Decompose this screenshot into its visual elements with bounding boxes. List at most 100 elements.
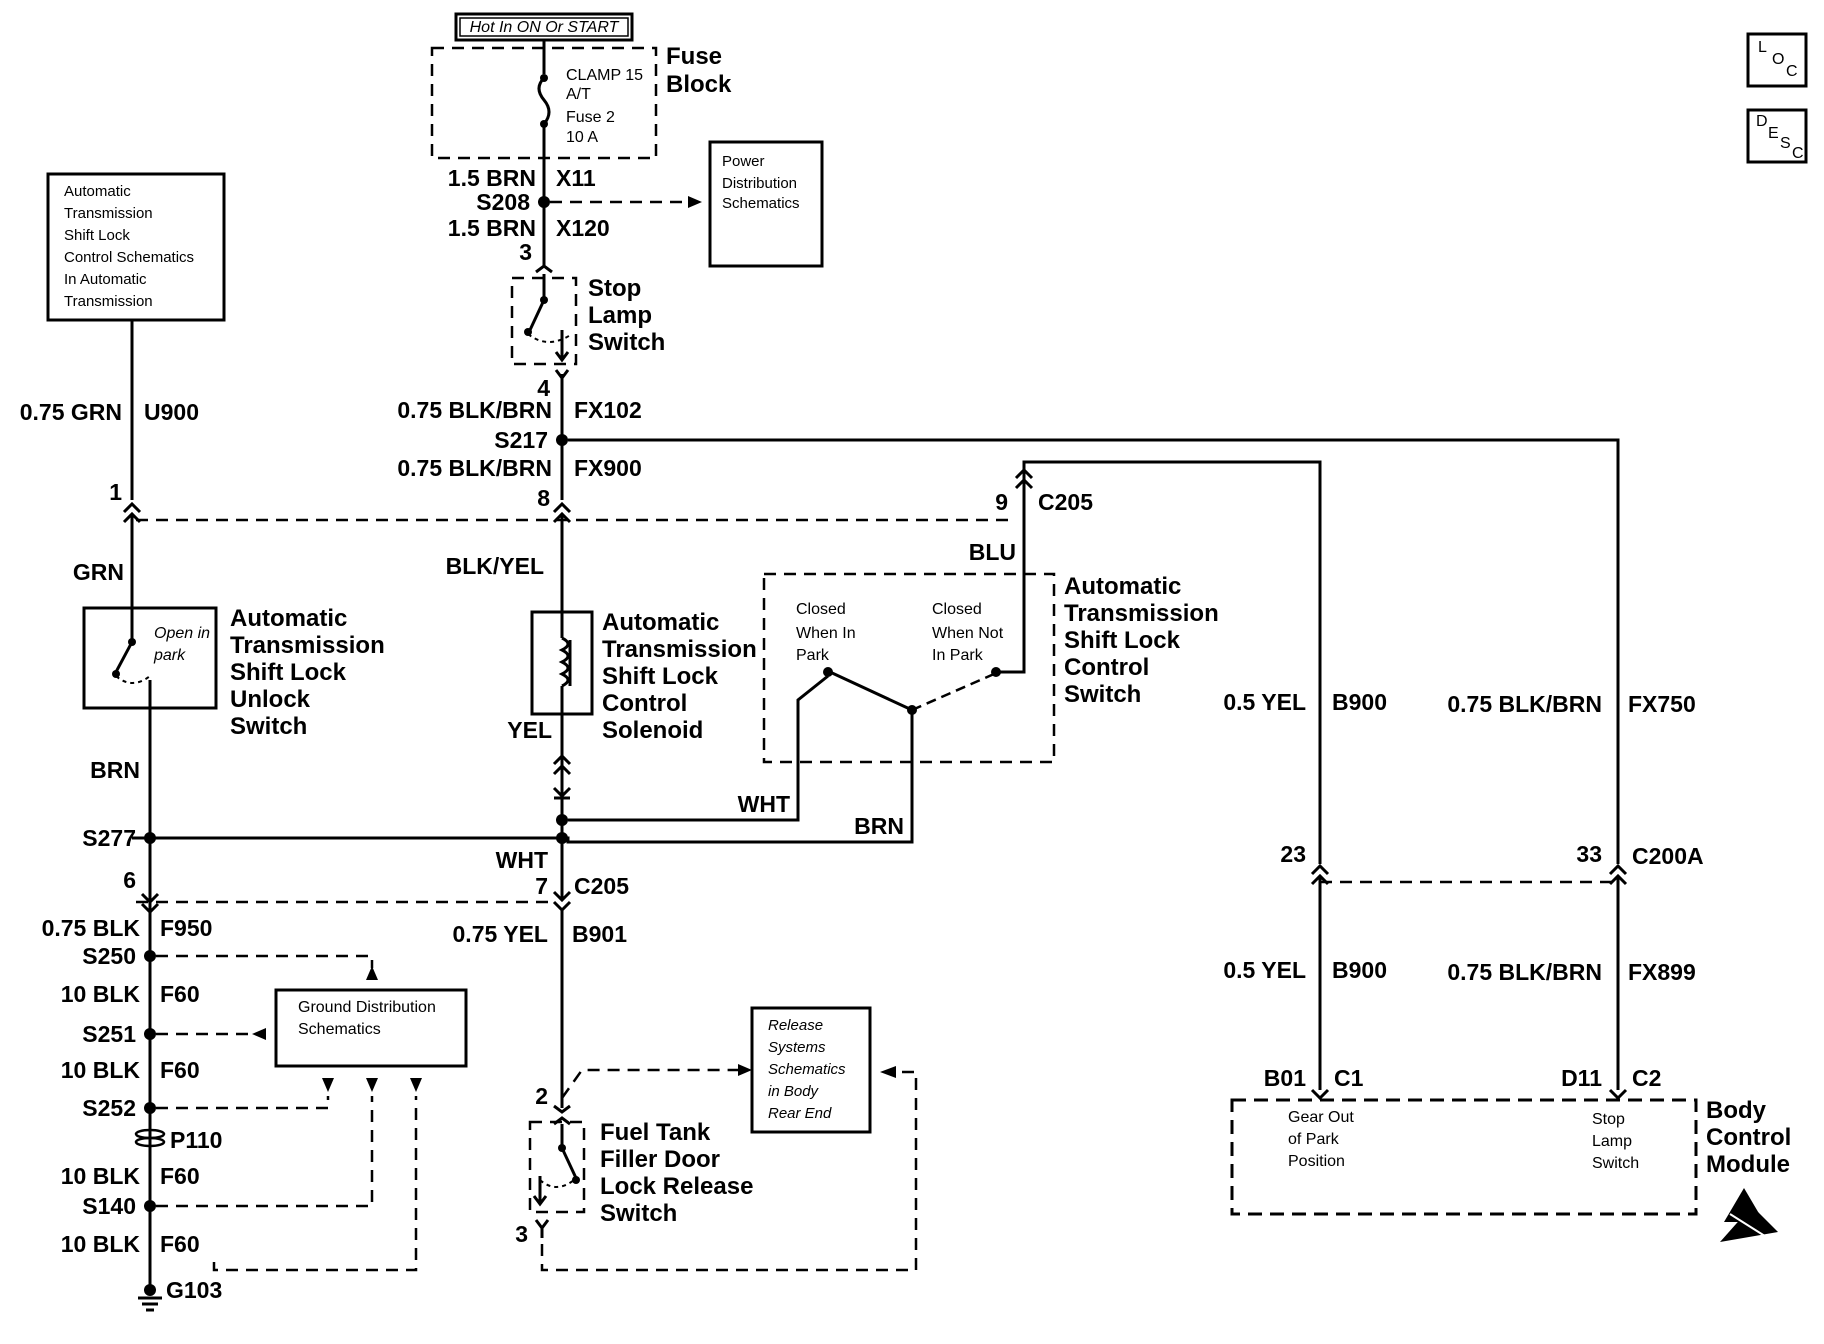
- svg-text:FX900: FX900: [574, 455, 642, 481]
- svg-text:Lamp: Lamp: [1592, 1133, 1632, 1150]
- svg-text:C1: C1: [1334, 1065, 1364, 1091]
- svg-text:WHT: WHT: [496, 847, 548, 873]
- svg-text:10 BLK: 10 BLK: [61, 1231, 141, 1257]
- svg-text:U900: U900: [144, 399, 199, 425]
- svg-text:FX102: FX102: [574, 397, 642, 423]
- svg-text:Transmission: Transmission: [64, 293, 153, 310]
- fuse-rating-label: 10 A: [566, 129, 598, 146]
- svg-text:D: D: [1756, 113, 1768, 130]
- svg-text:Closed: Closed: [932, 601, 982, 618]
- svg-text:Schematics: Schematics: [722, 195, 800, 212]
- fuse-block-title: Fuse: [666, 43, 722, 70]
- svg-text:Power: Power: [722, 153, 765, 170]
- svg-text:Fuel Tank: Fuel Tank: [600, 1119, 711, 1146]
- svg-text:Solenoid: Solenoid: [602, 717, 703, 744]
- svg-text:GRN: GRN: [73, 559, 124, 585]
- svg-text:C: C: [1792, 145, 1804, 162]
- svg-text:Switch: Switch: [1064, 681, 1141, 708]
- atsl-reference-box: Automatic Transmission Shift Lock Contro…: [46, 172, 226, 322]
- svg-text:O: O: [1772, 51, 1784, 68]
- svg-text:When In: When In: [796, 625, 856, 642]
- power-source-box: Hot In ON Or START: [454, 12, 634, 42]
- wire-label: 1.5 BRN: [448, 215, 536, 241]
- splice-s217: [556, 434, 568, 446]
- svg-text:S: S: [1780, 135, 1791, 152]
- ground-icon: [138, 1284, 162, 1312]
- svg-text:Position: Position: [1288, 1153, 1345, 1170]
- svg-text:Rear End: Rear End: [768, 1105, 832, 1122]
- wire-label: 1.5 BRN: [448, 165, 536, 191]
- svg-text:Open in: Open in: [154, 625, 210, 642]
- shift-lock-control-switch: Closed When In Park Closed When Not In P…: [762, 464, 1219, 764]
- splice-s140: [144, 1200, 156, 1212]
- svg-text:S217: S217: [494, 427, 548, 453]
- svg-text:9: 9: [995, 489, 1008, 515]
- fuse-icon: [537, 76, 551, 125]
- svg-text:S250: S250: [82, 943, 136, 969]
- svg-text:Automatic: Automatic: [64, 183, 131, 200]
- svg-text:BLK/YEL: BLK/YEL: [446, 553, 544, 579]
- esd-warning-icon: [1720, 1188, 1778, 1242]
- svg-text:10 BLK: 10 BLK: [61, 1057, 141, 1083]
- svg-text:Lock Release: Lock Release: [600, 1173, 753, 1200]
- body-control-module: Gear Out of Park Position Stop Lamp Swit…: [1230, 1097, 1791, 1216]
- power-source-label: Hot In ON Or START: [470, 19, 620, 36]
- svg-text:YEL: YEL: [507, 717, 552, 743]
- splice-s208: [538, 196, 550, 208]
- svg-text:1: 1: [109, 479, 122, 505]
- svg-text:Control Schematics: Control Schematics: [64, 249, 194, 266]
- desc-icon[interactable]: D E S C: [1746, 108, 1808, 164]
- svg-text:C200A: C200A: [1632, 843, 1704, 869]
- loc-icon[interactable]: L O C: [1746, 32, 1808, 88]
- svg-text:0.75 GRN: 0.75 GRN: [20, 399, 122, 425]
- svg-text:Switch: Switch: [230, 713, 307, 740]
- svg-text:Filler Door: Filler Door: [600, 1146, 720, 1173]
- svg-text:Transmission: Transmission: [1064, 600, 1219, 627]
- svg-text:C: C: [1786, 63, 1798, 80]
- svg-text:C2: C2: [1632, 1065, 1661, 1091]
- svg-text:Release: Release: [768, 1017, 823, 1034]
- unlock-switch: Open in park Automatic Transmission Shif…: [82, 605, 385, 740]
- shift-lock-solenoid: Automatic Transmission Shift Lock Contro…: [530, 609, 757, 744]
- svg-text:10 BLK: 10 BLK: [61, 981, 141, 1007]
- power-distribution-box: Power Distribution Schematics: [708, 140, 824, 268]
- svg-text:BRN: BRN: [854, 813, 904, 839]
- svg-text:In Park: In Park: [932, 647, 984, 664]
- svg-text:Stop: Stop: [588, 275, 641, 302]
- svg-text:Shift Lock: Shift Lock: [230, 659, 347, 686]
- splice-s252: [144, 1102, 156, 1114]
- svg-text:park: park: [153, 647, 186, 664]
- svg-text:Park: Park: [796, 647, 830, 664]
- svg-text:B900: B900: [1332, 689, 1387, 715]
- svg-text:Stop: Stop: [1592, 1111, 1625, 1128]
- svg-text:Switch: Switch: [588, 329, 665, 356]
- svg-text:2: 2: [535, 1083, 548, 1109]
- svg-text:0.5 YEL: 0.5 YEL: [1223, 689, 1306, 715]
- svg-text:of Park: of Park: [1288, 1131, 1340, 1148]
- svg-text:33: 33: [1576, 841, 1602, 867]
- svg-text:S140: S140: [82, 1193, 136, 1219]
- svg-text:3: 3: [515, 1221, 528, 1247]
- stop-lamp-switch: Stop Lamp Switch: [510, 264, 665, 366]
- svg-text:Gear Out: Gear Out: [1288, 1109, 1354, 1126]
- svg-text:G103: G103: [166, 1277, 222, 1303]
- svg-text:Switch: Switch: [1592, 1155, 1639, 1172]
- svg-text:Schematics: Schematics: [768, 1061, 846, 1078]
- svg-text:7: 7: [535, 873, 548, 899]
- svg-text:E: E: [1768, 125, 1779, 142]
- svg-text:Unlock: Unlock: [230, 686, 311, 713]
- pin-label: 3: [519, 239, 532, 265]
- svg-text:Transmission: Transmission: [230, 632, 385, 659]
- svg-text:0.75 BLK/BRN: 0.75 BLK/BRN: [1447, 691, 1602, 717]
- svg-text:in Body: in Body: [768, 1083, 820, 1100]
- svg-text:0.75 YEL: 0.75 YEL: [453, 921, 548, 947]
- svg-text:Distribution: Distribution: [722, 175, 797, 192]
- svg-text:Transmission: Transmission: [602, 636, 757, 663]
- fuse-clamp-label: CLAMP 15: [566, 67, 643, 84]
- svg-text:Systems: Systems: [768, 1039, 826, 1056]
- svg-text:Transmission: Transmission: [64, 205, 153, 222]
- fuel-door-switch: Fuel Tank Filler Door Lock Release Switc…: [528, 1116, 753, 1227]
- svg-text:Control: Control: [602, 690, 687, 717]
- svg-text:Body: Body: [1706, 1097, 1767, 1124]
- svg-text:Closed: Closed: [796, 601, 846, 618]
